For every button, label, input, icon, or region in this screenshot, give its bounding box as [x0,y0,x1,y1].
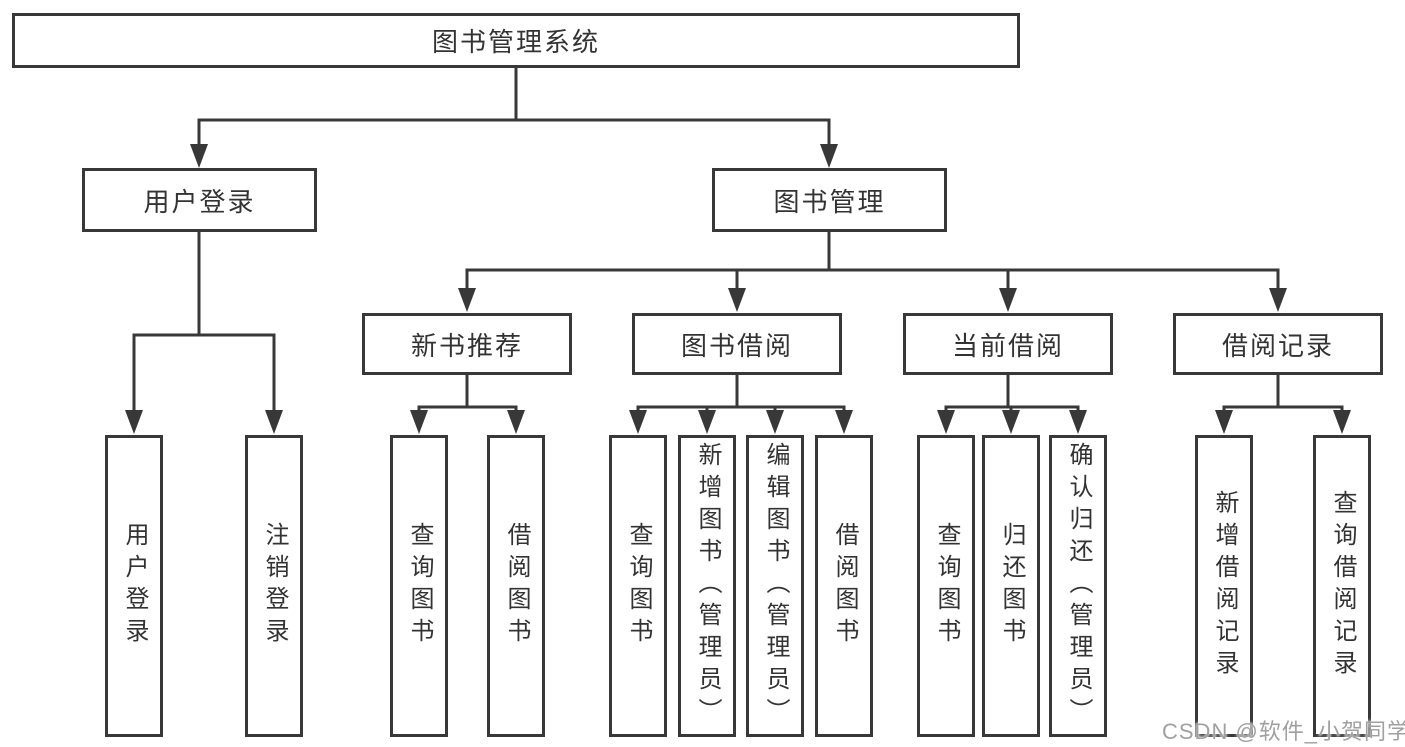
leaf-label: 查询图书 [406,522,433,650]
leaf-label: 借阅图书 [831,522,858,650]
node-label: 借阅记录 [1221,330,1334,361]
leaf-label: 查询图书 [625,522,652,650]
node-current-borrowing: 当前借阅 [903,313,1113,375]
node-label: 用户登录 [143,186,256,217]
leaf-label: 查询图书 [933,522,960,650]
leaf-confirm-return-admin: 确认归还（管理员） [1049,435,1107,737]
leaf-return-book: 归还图书 [982,435,1040,737]
leaf-label: 归还图书 [998,522,1025,650]
leaf-logout: 注销登录 [245,435,303,737]
leaf-add-book-admin: 新增图书（管理员） [678,435,736,737]
node-book-borrowing: 图书借阅 [632,313,842,375]
leaf-query-books-borrow: 查询图书 [609,435,667,737]
leaf-query-books-current: 查询图书 [917,435,975,737]
node-book-management: 图书管理 [712,168,947,232]
leaf-add-borrow-record: 新增借阅记录 [1195,435,1253,737]
leaf-label: 新增图书（管理员） [694,442,721,730]
node-label: 当前借阅 [951,330,1064,361]
node-borrowing-records: 借阅记录 [1173,313,1383,375]
node-label: 图书借阅 [680,330,793,361]
node-label: 图书管理 [773,186,886,217]
leaf-label: 注销登录 [261,522,288,650]
node-library-management-system: 图书管理系统 [12,13,1020,68]
node-user-login: 用户登录 [82,168,317,232]
leaf-query-books-recommend: 查询图书 [390,435,448,737]
leaf-label: 编辑图书（管理员） [762,442,789,730]
leaf-label: 借阅图书 [503,522,530,650]
node-new-book-recommendation: 新书推荐 [362,313,572,375]
leaf-label: 查询借阅记录 [1329,490,1356,682]
node-label: 图书管理系统 [431,27,600,57]
leaf-label: 用户登录 [121,522,148,650]
leaf-label: 确认归还（管理员） [1065,442,1092,730]
csdn-watermark: CSDN @软件_小贺同学 [1162,719,1405,744]
leaf-user-login: 用户登录 [105,435,163,737]
leaf-edit-book-admin: 编辑图书（管理员） [746,435,804,737]
leaf-query-borrow-record: 查询借阅记录 [1313,435,1371,737]
node-label: 新书推荐 [410,330,523,361]
leaf-borrow-books-recommend: 借阅图书 [487,435,545,737]
leaf-label: 新增借阅记录 [1211,490,1238,682]
leaf-borrow-books: 借阅图书 [815,435,873,737]
